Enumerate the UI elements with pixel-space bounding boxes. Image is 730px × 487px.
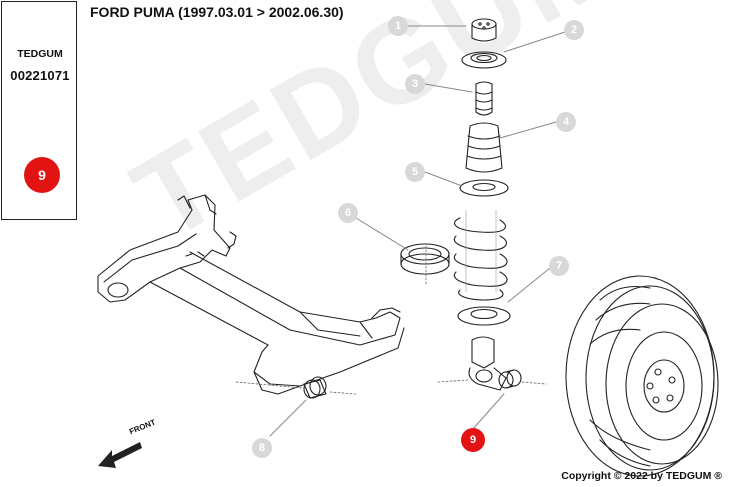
callout-3[interactable]: 3 xyxy=(405,74,425,94)
spring-seat-upper xyxy=(459,179,509,197)
coil-spring xyxy=(453,209,508,301)
callout-2[interactable]: 2 xyxy=(564,20,584,40)
part-number: 00221071 xyxy=(10,68,70,83)
callout-4[interactable]: 4 xyxy=(556,112,576,132)
dust-boot xyxy=(465,122,503,173)
callout-7[interactable]: 7 xyxy=(549,256,569,276)
top-mount xyxy=(471,18,497,42)
highlight-badge: 9 xyxy=(24,157,60,193)
rear-axle-beam xyxy=(97,194,405,395)
callout-5[interactable]: 5 xyxy=(405,162,425,182)
wheel xyxy=(565,275,719,477)
bushing-left xyxy=(303,376,327,399)
shock-bracket xyxy=(468,336,507,391)
bump-stop xyxy=(475,81,493,116)
page-title: FORD PUMA (1997.03.01 > 2002.06.30) xyxy=(90,4,344,20)
callout-6[interactable]: 6 xyxy=(338,203,358,223)
brand-name: TEDGUM xyxy=(17,48,63,60)
callout-9[interactable]: 9 xyxy=(461,428,485,452)
callout-1[interactable]: 1 xyxy=(388,16,408,36)
bushing-right xyxy=(498,369,522,389)
front-arrow xyxy=(98,442,142,468)
part-info-panel: TEDGUM 00221071 9 xyxy=(1,1,77,220)
bearing xyxy=(400,243,450,275)
axis-lines xyxy=(235,245,547,395)
callout-8[interactable]: 8 xyxy=(252,438,272,458)
leader-lines xyxy=(269,25,566,437)
mount-plate xyxy=(461,51,507,69)
copyright-text: Copyright © 2022 by TEDGUM ® xyxy=(561,470,722,482)
spring-seat-lower xyxy=(457,306,511,326)
